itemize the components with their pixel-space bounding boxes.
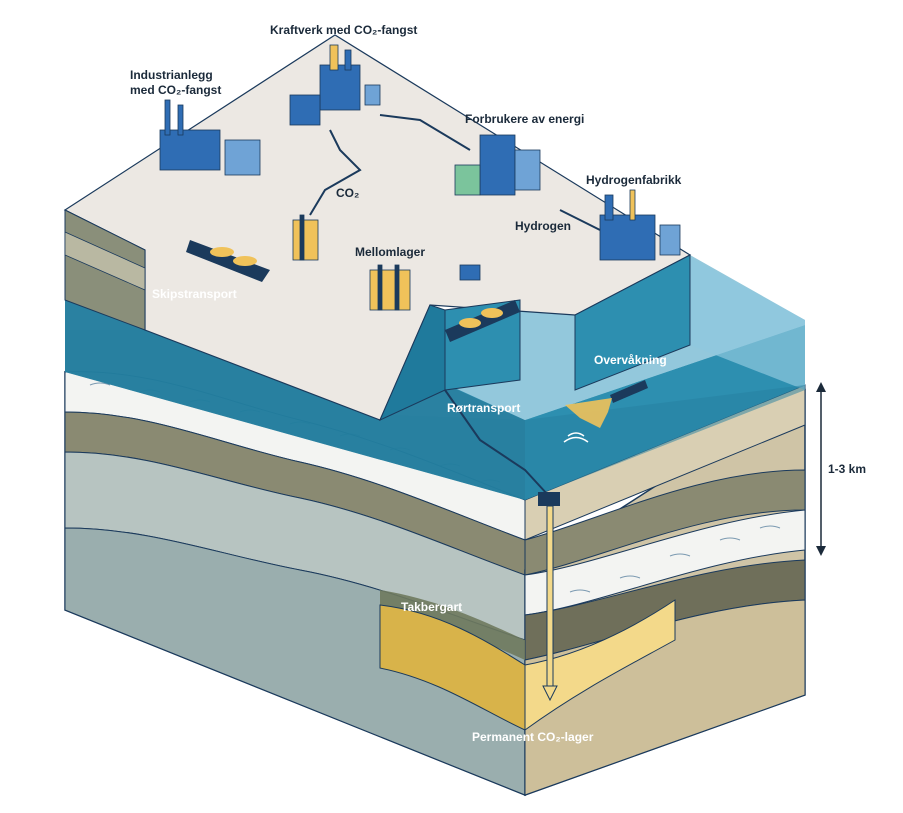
- label-hydrogen-factory: Hydrogenfabrikk: [586, 173, 682, 187]
- label-ship-transport: Skipstransport: [152, 287, 237, 301]
- layer-white-right: [524, 509, 806, 616]
- arrow-up-icon: [816, 382, 826, 392]
- label-permanent-storage: Permanent CO₂-lager: [472, 730, 594, 744]
- co2-tanks-top-icon: [292, 214, 319, 261]
- geology-block: [64, 370, 806, 797]
- label-pipeline-transport: Rørtransport: [447, 401, 520, 415]
- label-intermediate-storage: Mellomlager: [355, 245, 425, 259]
- label-power-plant: Kraftverk med CO₂-fangst: [270, 23, 417, 37]
- depth-scale: [816, 382, 826, 556]
- hydrogen-factory-icon: [599, 189, 681, 261]
- subsea-pipeline: [444, 389, 549, 496]
- well-bore: [546, 505, 554, 687]
- ships: [186, 240, 648, 443]
- energy-consumers-icon: [454, 134, 541, 196]
- industry-icon: [159, 99, 261, 176]
- label-consumers: Forbrukere av energi: [465, 112, 584, 126]
- land-layer-band: [64, 231, 146, 291]
- intermediate-storage-icon: [369, 264, 481, 311]
- arrow-down-icon: [816, 546, 826, 556]
- sea-surface-right: [685, 255, 805, 390]
- label-depth-scale: 1-3 km: [828, 462, 866, 476]
- power-plant-icon: [289, 44, 381, 126]
- label-monitoring: Overvåkning: [594, 353, 667, 367]
- ship-left-icon: [186, 240, 270, 282]
- subsea-template-icon: [538, 492, 560, 506]
- well-arrow-icon: [542, 685, 558, 702]
- ship-harbor-icon: [445, 300, 520, 342]
- land-pipelines: [309, 114, 601, 231]
- label-industry-line1: Industrianlegg: [130, 68, 213, 82]
- label-industry-line2: med CO₂-fangst: [130, 83, 221, 97]
- storage-reservoir-right: [524, 599, 676, 731]
- label-cap-rock: Takbergart: [401, 600, 462, 614]
- labels: Kraftverk med CO₂-fangst Industrianlegg …: [130, 23, 866, 744]
- facilities: [159, 44, 681, 311]
- label-hydrogen: Hydrogen: [515, 219, 571, 233]
- seabed: [65, 330, 805, 500]
- injection-well: [538, 492, 560, 702]
- label-co2: CO₂: [336, 186, 359, 200]
- harbor-cut-3: [574, 254, 691, 391]
- survey-ship-icon: [563, 380, 648, 443]
